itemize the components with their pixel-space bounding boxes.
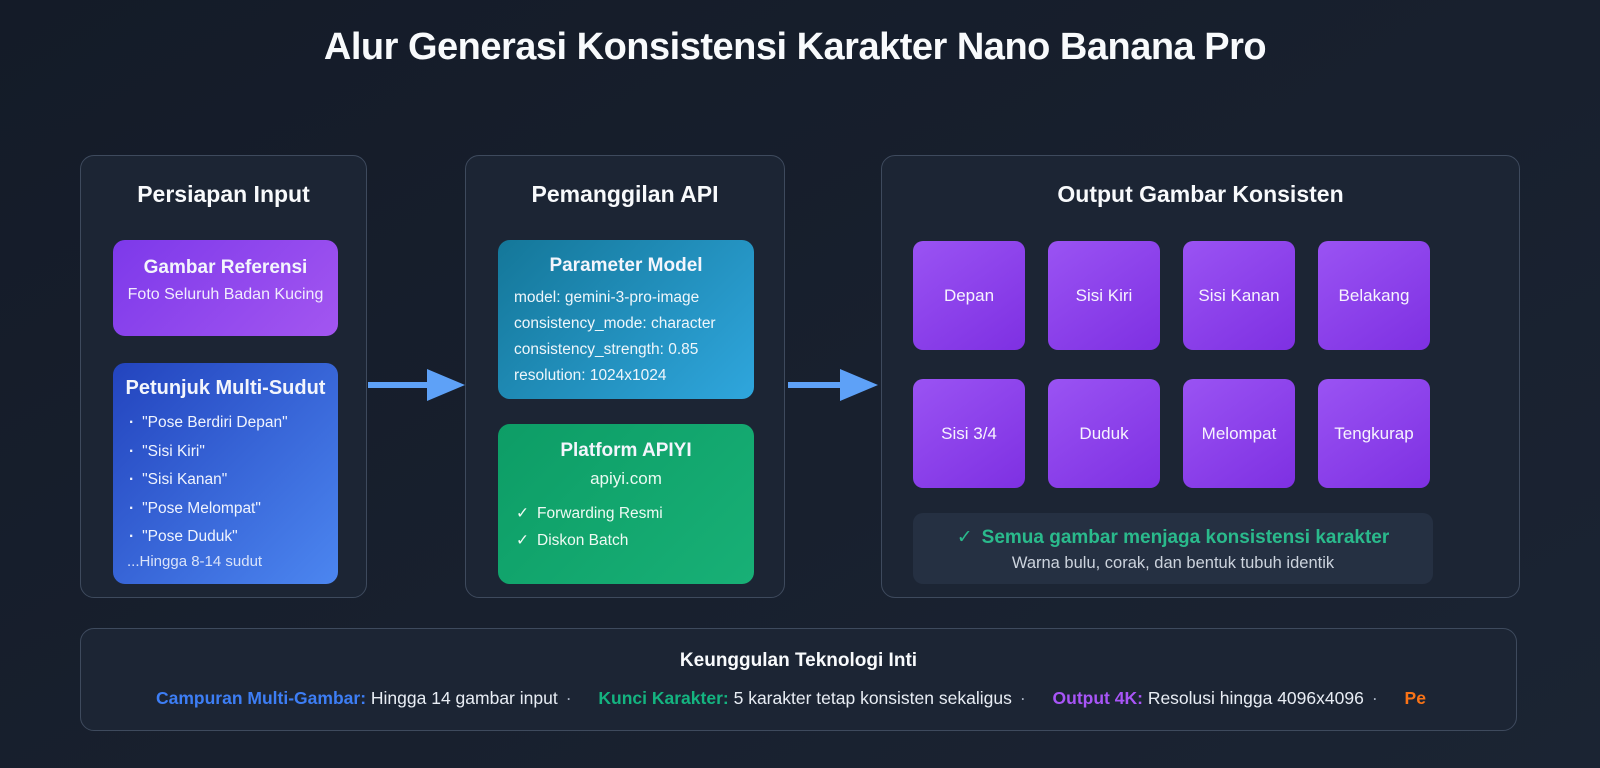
panel-output-title: Output Gambar Konsisten [1057, 181, 1344, 207]
arrow-shaft [368, 382, 430, 388]
reference-card-title: Gambar Referensi [143, 257, 308, 278]
feature-text: Hingga 14 gambar input [370, 688, 558, 708]
feature-label: Output 4K: [1052, 688, 1143, 708]
param-line: consistency_mode: character [514, 315, 716, 332]
prompt-item: "Pose Berdiri Depan" [129, 409, 338, 438]
feature-label: Kunci Karakter: [598, 688, 729, 708]
platform-card-title: Platform APIYI [560, 440, 692, 461]
output-tile: Melompat [1183, 379, 1295, 488]
panel-input-preparation: Persiapan Input Gambar Referensi Foto Se… [80, 155, 367, 598]
check-label: Diskon Batch [537, 532, 629, 549]
param-line: consistency_strength: 0.85 [514, 341, 699, 358]
feature-row: Campuran Multi-Gambar: Hingga 14 gambar … [156, 688, 1426, 709]
arrow-right-icon [368, 369, 465, 401]
note-highlight: ✓ Semua gambar menjaga konsistensi karakt… [913, 526, 1433, 549]
output-tile: Belakang [1318, 241, 1430, 350]
output-tile: Tengkurap [1318, 379, 1430, 488]
note-detail: Warna bulu, corak, dan bentuk tubuh iden… [1011, 554, 1335, 572]
panel-api-title: Pemanggilan API [531, 181, 719, 207]
platform-check-item: ✓ Diskon Batch [516, 527, 754, 554]
footer-core-technology-panel: Keunggulan Teknologi Inti Campuran Multi… [80, 628, 1517, 731]
prompts-card-title: Petunjuk Multi-Sudut [125, 377, 326, 399]
feature-item: Kunci Karakter: 5 karakter tetap konsist… [598, 688, 1052, 708]
panel-consistent-output: Output Gambar Konsisten Depan Sisi Kiri … [881, 155, 1520, 598]
arrow-head [427, 369, 465, 401]
output-tile: Duduk [1048, 379, 1160, 488]
prompt-item: "Pose Melompat" [129, 495, 338, 524]
prompt-item: "Sisi Kiri" [129, 438, 338, 467]
arrow-head [840, 369, 878, 401]
note-highlight-text: Semua gambar menjaga konsistensi karakte… [981, 527, 1390, 548]
feature-text: 5 karakter tetap konsisten sekaligus [733, 688, 1012, 708]
consistency-note: ✓ Semua gambar menjaga konsistensi karakt… [913, 513, 1433, 584]
footer-title: Keunggulan Teknologi Inti [679, 650, 918, 671]
platform-checks: ✓ Forwarding Resmi ✓ Diskon Batch [498, 500, 754, 554]
prompt-footnote: ...Hingga 8-14 sudut [127, 552, 263, 570]
prompt-item: "Pose Duduk" [129, 523, 338, 552]
feature-item: Campuran Multi-Gambar: Hingga 14 gambar … [156, 688, 598, 708]
feature-separator: · [1371, 688, 1378, 708]
output-tile-grid: Depan Sisi Kiri Sisi Kanan Belakang Sisi… [913, 241, 1430, 488]
multi-angle-prompts-card: Petunjuk Multi-Sudut "Pose Berdiri Depan… [113, 363, 338, 584]
feature-separator: · [1019, 688, 1026, 708]
output-tile: Sisi Kanan [1183, 241, 1295, 350]
feature-label: Campuran Multi-Gambar: [156, 688, 367, 708]
feature-label: Pe [1404, 688, 1426, 708]
params-card-title: Parameter Model [549, 255, 703, 276]
check-label: Forwarding Resmi [537, 505, 663, 522]
feature-item: Pe [1405, 688, 1426, 708]
model-parameters-card: Parameter Model model: gemini-3-pro-imag… [498, 240, 754, 399]
output-tile: Sisi Kiri [1048, 241, 1160, 350]
param-lines: model: gemini-3-pro-image consistency_mo… [498, 285, 754, 389]
page-title: Alur Generasi Konsistensi Karakter Nano … [323, 26, 1267, 68]
panel-api-call: Pemanggilan API Parameter Model model: g… [465, 155, 785, 598]
feature-item: Output 4K: Resolusi hingga 4096x4096 · [1053, 688, 1405, 708]
reference-card-subtitle: Foto Seluruh Badan Kucing [127, 286, 324, 303]
arrow-right-icon [788, 369, 878, 401]
platform-check-item: ✓ Forwarding Resmi [516, 500, 754, 527]
check-icon: ✓ [956, 527, 973, 548]
param-line: resolution: 1024x1024 [514, 367, 667, 384]
feature-separator: · [565, 688, 572, 708]
check-icon: ✓ [516, 532, 529, 549]
arrow-shaft [788, 382, 843, 388]
reference-image-card: Gambar Referensi Foto Seluruh Badan Kuci… [113, 240, 338, 336]
prompt-item: "Sisi Kanan" [129, 466, 338, 495]
platform-apiyi-card: Platform APIYI apiyi.com ✓ Forwarding Res… [498, 424, 754, 584]
check-icon: ✓ [516, 505, 529, 522]
platform-domain: apiyi.com [590, 469, 662, 488]
panel-input-title: Persiapan Input [137, 181, 310, 207]
output-tile: Depan [913, 241, 1025, 350]
param-line: model: gemini-3-pro-image [514, 289, 700, 306]
output-tile: Sisi 3/4 [913, 379, 1025, 488]
feature-text: Resolusi hingga 4096x4096 [1147, 688, 1364, 708]
prompt-list: "Pose Berdiri Depan" "Sisi Kiri" "Sisi K… [113, 409, 338, 552]
